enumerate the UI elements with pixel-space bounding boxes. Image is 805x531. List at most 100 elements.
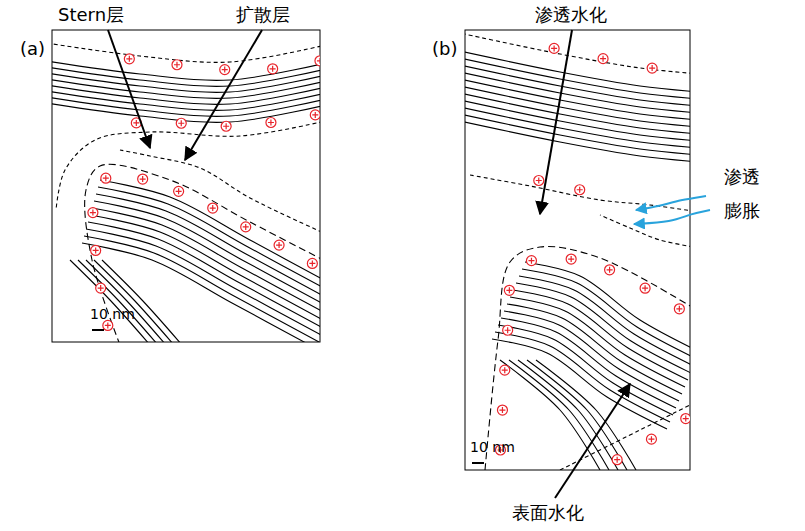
cation-group xyxy=(131,110,320,131)
layer-boundary xyxy=(85,164,320,342)
clay-sheet xyxy=(513,290,688,380)
layer-boundary xyxy=(485,246,690,470)
cation-symbol xyxy=(124,54,134,64)
clay-sheet xyxy=(465,106,690,148)
clay-sheet xyxy=(52,72,320,92)
cation-symbol xyxy=(274,240,284,250)
cation-symbol xyxy=(88,208,98,218)
cation-symbol xyxy=(91,245,101,255)
layer-boundary xyxy=(56,120,320,210)
clay-sheet xyxy=(84,236,319,342)
clay-sheet xyxy=(94,260,174,342)
clay-sheet xyxy=(52,66,320,86)
clay-sheet xyxy=(498,325,673,415)
cation-symbol xyxy=(674,304,684,314)
cation-symbol xyxy=(266,118,276,128)
cation-symbol xyxy=(566,254,576,264)
scale-label: 10 nm xyxy=(90,306,135,323)
clay-sheet xyxy=(78,260,158,342)
clay-sheet xyxy=(88,222,320,328)
cation-symbol xyxy=(575,185,585,195)
clay-sheet xyxy=(52,78,320,98)
process-label: 渗透水化 xyxy=(535,4,607,26)
clay-sheet xyxy=(504,311,679,401)
cation-symbol xyxy=(241,222,251,232)
clay-sheet xyxy=(86,260,166,342)
cation-symbol xyxy=(208,203,218,213)
cation-symbol xyxy=(315,56,320,66)
clay-sheet xyxy=(70,260,150,342)
clay-sheet xyxy=(465,92,690,134)
clay-sheet xyxy=(465,120,690,162)
cation-symbol xyxy=(497,405,507,415)
cation-symbol xyxy=(598,54,608,64)
clay-sheet xyxy=(82,243,317,342)
cation-symbol xyxy=(549,43,559,53)
leaders xyxy=(108,30,710,498)
cation-symbol xyxy=(646,434,656,444)
cation-symbol xyxy=(310,110,320,120)
cation-group xyxy=(549,43,690,86)
clay-sheet xyxy=(501,318,676,408)
clay-sheet xyxy=(536,360,636,470)
cation-group xyxy=(88,173,317,330)
clay-sheet xyxy=(86,229,320,335)
layer-label: 扩散层 xyxy=(236,4,290,26)
process-label: 渗透 膨胀 xyxy=(724,160,765,228)
clay-sheet xyxy=(465,71,690,113)
clay-sheet xyxy=(465,78,690,120)
cation-symbol xyxy=(640,283,650,293)
clay-sheet xyxy=(465,99,690,141)
clay-sheet xyxy=(52,102,320,122)
scale-bar xyxy=(472,462,484,464)
clay-sheet xyxy=(516,283,690,373)
cation-symbol xyxy=(500,365,510,375)
clay-sheet xyxy=(465,57,690,99)
clay-sheet xyxy=(465,85,690,127)
clay-sheet xyxy=(465,50,690,92)
clay-sheet xyxy=(52,84,320,104)
panel-label: (a) xyxy=(20,38,45,60)
swelling-arrow xyxy=(636,196,706,210)
clay-sheet xyxy=(507,304,682,394)
scale-bar xyxy=(92,329,104,331)
cation-symbol xyxy=(612,455,622,465)
cation-symbol xyxy=(681,414,690,424)
clay-layers xyxy=(465,50,690,162)
cation-symbol xyxy=(605,265,615,275)
clay-sheet xyxy=(94,201,320,307)
cation-symbol xyxy=(307,258,317,268)
cation-symbol xyxy=(268,64,278,74)
cation-symbol xyxy=(138,174,148,184)
cation-symbol xyxy=(101,173,111,183)
layer-boundary xyxy=(465,32,690,74)
layer-label: Stern层 xyxy=(58,4,124,26)
cation-symbol xyxy=(647,63,657,73)
panel-a-art xyxy=(52,42,320,342)
process-label: 表面水化 xyxy=(512,502,584,524)
clay-layers xyxy=(492,262,690,429)
clay-sheet xyxy=(52,90,320,110)
cation-symbol xyxy=(504,285,514,295)
clay-sheet xyxy=(492,339,667,429)
leader-arrow xyxy=(185,30,262,160)
cation-symbol xyxy=(174,186,184,196)
cation-group xyxy=(124,54,320,75)
cation-symbol xyxy=(176,118,186,128)
clay-sheet xyxy=(518,360,618,470)
clay-sheet xyxy=(465,64,690,106)
clay-sheet xyxy=(98,187,320,293)
layer-boundary xyxy=(120,150,320,238)
clay-sheet xyxy=(495,332,670,422)
clay-sheet xyxy=(92,208,320,314)
cation-symbol xyxy=(172,60,182,70)
cation-symbol xyxy=(503,325,513,335)
clay-sheet xyxy=(465,113,690,155)
layer-boundary xyxy=(52,42,320,62)
leader-arrow xyxy=(555,384,630,498)
cation-group xyxy=(534,176,585,195)
clay-layers xyxy=(52,60,320,122)
scale-label: 10 nm xyxy=(470,439,515,456)
